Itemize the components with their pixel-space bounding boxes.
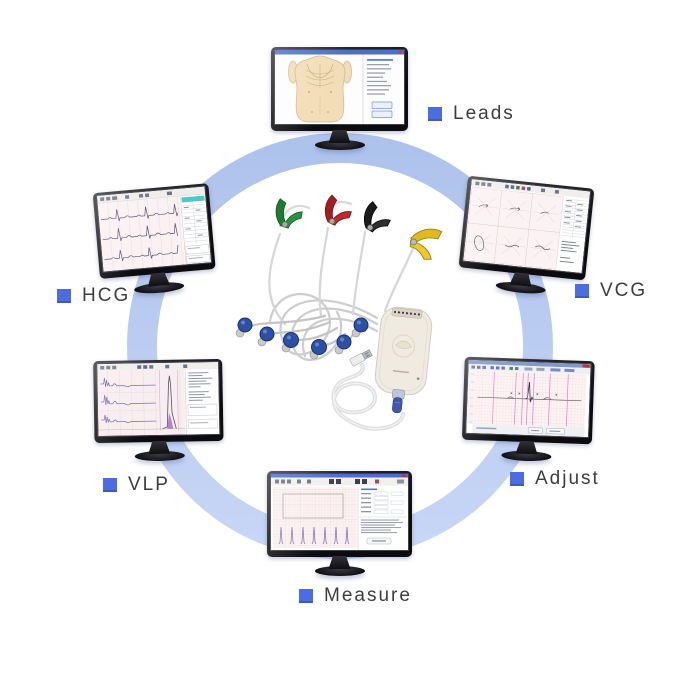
bullet-icon bbox=[103, 478, 117, 492]
bullet-icon bbox=[428, 107, 442, 121]
monitor-stand bbox=[328, 130, 351, 143]
monitor-bezel bbox=[458, 175, 595, 281]
monitor-stand bbox=[148, 441, 170, 454]
label-adjust: Adjust bbox=[510, 468, 600, 490]
monitor-adjust bbox=[461, 356, 595, 463]
bullet-icon bbox=[575, 284, 589, 298]
chest-electrodes bbox=[235, 317, 369, 360]
label-text: VLP bbox=[128, 474, 170, 495]
leads-screen-graphic bbox=[275, 50, 404, 124]
device-connector bbox=[392, 397, 403, 414]
monitor-hcg bbox=[92, 183, 218, 298]
vlp-screen-graphic bbox=[97, 361, 220, 437]
monitor-base bbox=[314, 566, 365, 576]
monitor-stand bbox=[328, 556, 351, 569]
limb-clamp-yellow bbox=[409, 228, 443, 260]
eagle-logo-icon bbox=[392, 334, 416, 358]
label-vlp: VLP bbox=[103, 474, 170, 496]
label-hcg: HCG bbox=[57, 285, 130, 307]
monitor-bezel bbox=[267, 471, 412, 557]
bullet-icon bbox=[299, 589, 313, 603]
label-text: Leads bbox=[453, 103, 515, 124]
monitor-leads bbox=[271, 47, 408, 150]
label-text: HCG bbox=[82, 285, 131, 306]
limb-clamp-green bbox=[275, 198, 303, 229]
label-text: Measure bbox=[324, 585, 412, 606]
device-body bbox=[374, 306, 433, 414]
ecg-device-graphic bbox=[235, 194, 443, 431]
bullet-icon bbox=[510, 472, 524, 486]
monitor-stand bbox=[515, 441, 537, 455]
monitor-bezel bbox=[92, 183, 216, 279]
label-text: VCG bbox=[600, 280, 648, 301]
adjust-screen-graphic bbox=[466, 359, 591, 438]
label-measure: Measure bbox=[299, 585, 412, 607]
usb-plug-icon bbox=[349, 349, 373, 367]
label-vcg: VCG bbox=[575, 280, 647, 302]
label-leads: Leads bbox=[428, 103, 515, 125]
monitor-measure bbox=[267, 471, 412, 576]
label-text: Adjust bbox=[535, 468, 600, 489]
monitor-vcg bbox=[457, 175, 595, 300]
vcg-screen-graphic bbox=[463, 179, 591, 274]
monitor-bezel bbox=[461, 356, 595, 445]
lead-wires bbox=[247, 200, 417, 362]
monitor-bezel bbox=[271, 47, 408, 131]
measure-screen-graphic bbox=[271, 474, 408, 550]
bullet-icon bbox=[57, 289, 71, 303]
torso-illustration bbox=[288, 55, 352, 123]
monitor-base bbox=[314, 140, 365, 150]
hcg-screen-graphic bbox=[96, 186, 212, 272]
usb-cable bbox=[331, 349, 405, 431]
monitor-vlp bbox=[93, 358, 224, 462]
limb-clamp-red bbox=[324, 194, 352, 226]
limb-clamp-black bbox=[363, 201, 391, 233]
monitor-bezel bbox=[93, 358, 224, 444]
